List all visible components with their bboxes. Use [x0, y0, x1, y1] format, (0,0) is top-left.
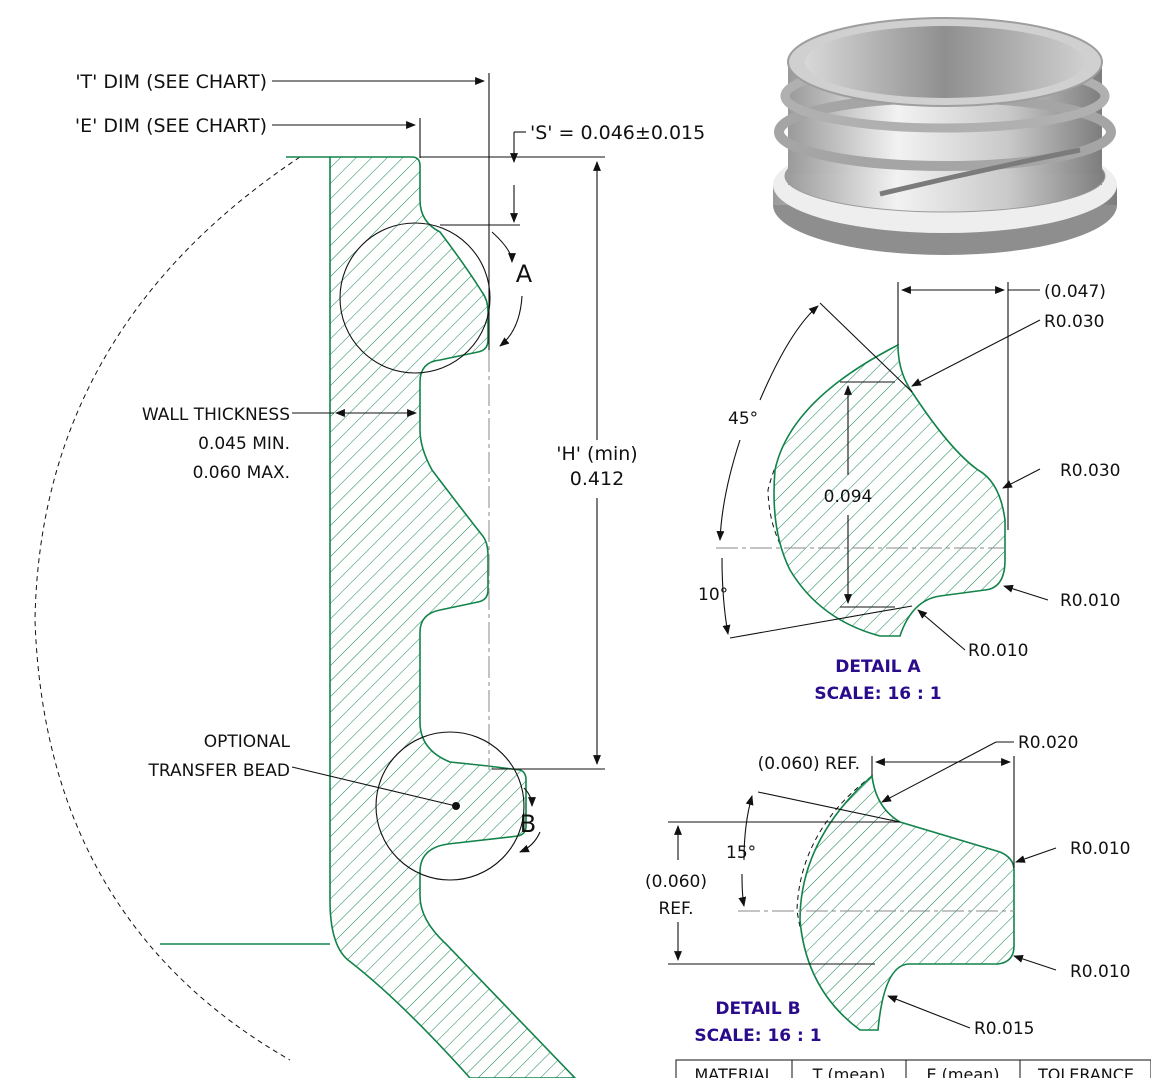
dimension-chart-table: MATERIAL T (mean) E (mean) TOLERANCE [675, 1059, 1151, 1078]
detail-a-45-ref-line [819, 302, 913, 393]
detail-b-r015-leader [887, 995, 971, 1029]
main-section-view: 'T' DIM (SEE CHART) 'E' DIM (SEE CHART) … [34, 71, 705, 1078]
t-dim-label: 'T' DIM (SEE CHART) [75, 71, 267, 93]
detail-b-15-arc-2 [738, 873, 747, 907]
detail-a-callout-arrow [491, 231, 516, 263]
detail-a-r030-mid-label: R0.030 [1060, 461, 1120, 481]
detail-a-section [773, 343, 1006, 637]
detail-b-ref-left-label-1: (0.060) [645, 872, 707, 892]
detail-a-10-label: 10° [698, 585, 728, 605]
callout-a-letter: A [516, 260, 533, 288]
transfer-bead-dot [452, 802, 460, 810]
detail-b-callout-arrow [523, 787, 536, 807]
detail-a-45-arc-2 [716, 439, 741, 541]
detail-a-45-arc [759, 305, 819, 401]
detail-b-ref-top-label: (0.060) REF. [758, 754, 860, 774]
detail-a-047-label: (0.047) [1044, 282, 1106, 302]
wall-section [329, 156, 577, 1078]
table-header-tolerance: TOLERANCE [1037, 1065, 1134, 1078]
detail-b-r010-rb-leader [1013, 955, 1057, 971]
callout-b-letter: B [520, 810, 536, 838]
detail-a-scale: SCALE: 16 : 1 [814, 684, 941, 704]
detail-b-r020-leader [881, 741, 997, 803]
transfer-bead-label-2: TRANSFER BEAD [147, 761, 290, 781]
detail-b-r010-rb-label: R0.010 [1070, 962, 1130, 982]
detail-a-view: (0.047) R0.030 R0.030 R0.010 R0.010 45° … [698, 282, 1120, 704]
detail-a-r010-bottom-leader [917, 609, 966, 651]
detail-a-r010-low-label: R0.010 [1060, 591, 1120, 611]
detail-b-view: (0.060) REF. R0.020 R0.010 R0.010 R0.015… [645, 733, 1130, 1046]
wall-thickness-max: 0.060 MAX. [193, 463, 290, 483]
table-header-material: MATERIAL [694, 1065, 773, 1078]
wall-thickness-label: WALL THICKNESS [142, 405, 290, 425]
detail-a-10-ref-line [729, 605, 913, 639]
detail-a-callout-circle [339, 222, 491, 374]
detail-b-r020-label: R0.020 [1018, 733, 1078, 753]
table-header-t-mean: T (mean) [812, 1065, 886, 1078]
detail-b-ref-left-label-2: REF. [658, 899, 693, 919]
wall-thickness-min: 0.045 MIN. [198, 434, 290, 454]
detail-b-r010-rt-label: R0.010 [1070, 839, 1130, 859]
table-header-e-mean: E (mean) [926, 1065, 999, 1078]
detail-a-094-label: 0.094 [824, 487, 873, 507]
detail-b-15-ref-line [757, 791, 901, 823]
detail-b-section [799, 774, 1015, 1031]
break-arc [34, 156, 301, 1061]
detail-a-45-label: 45° [728, 409, 758, 429]
detail-b-r010-rt-leader [1015, 847, 1057, 863]
detail-b-callout-circle [375, 731, 525, 881]
detail-a-10-arc [721, 557, 731, 635]
h-dim-label: 'H' (min) [556, 443, 637, 465]
s-dim-label: 'S' = 0.046±0.015 [530, 122, 705, 144]
detail-b-scale: SCALE: 16 : 1 [694, 1026, 821, 1046]
detail-a-callout-arrow-2 [499, 295, 523, 347]
detail-b-callout-arrow-2 [519, 831, 541, 853]
detail-b-title: DETAIL B [715, 999, 800, 1019]
detail-b-15-label: 15° [726, 843, 756, 863]
detail-a-r030-mid-leader [1002, 468, 1041, 489]
transfer-bead-label-1: OPTIONAL [204, 732, 291, 752]
transfer-bead-leader [291, 766, 457, 807]
detail-a-r010-low-leader [1003, 584, 1049, 601]
detail-b-r015-label: R0.015 [974, 1019, 1034, 1039]
e-dim-label: 'E' DIM (SEE CHART) [75, 115, 267, 137]
detail-a-r030-top-label: R0.030 [1044, 312, 1104, 332]
detail-a-title: DETAIL A [835, 657, 921, 677]
detail-a-r030-top-leader [911, 319, 1041, 387]
h-dim-value: 0.412 [570, 468, 624, 490]
detail-b-15-arc [743, 795, 754, 861]
plug-3d-render [773, 17, 1117, 255]
detail-a-r010-bottom-label: R0.010 [968, 641, 1028, 661]
